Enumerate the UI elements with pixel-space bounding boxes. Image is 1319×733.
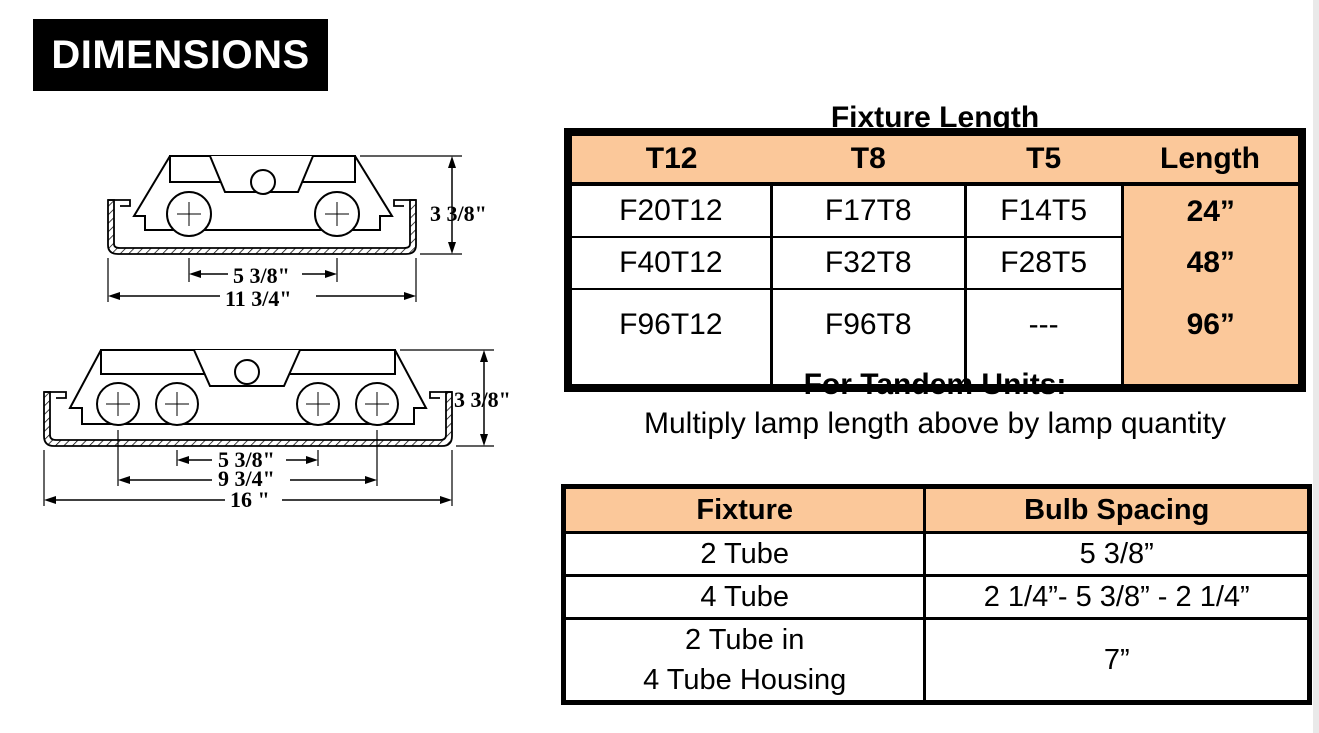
cell-fixture: 4 Tube <box>563 575 927 620</box>
fixture-text-line-2: 4 Tube Housing <box>643 664 847 696</box>
cell-length: 48” <box>1120 237 1302 289</box>
header-bulb-spacing: Bulb Spacing <box>924 486 1310 534</box>
table-row: 2 Tube in 4 Tube Housing 7” <box>563 618 1310 703</box>
cell-length: 24” <box>1120 184 1302 237</box>
bottom-inner-label: 9 3/4" <box>218 466 275 491</box>
two-tube-drawing <box>107 155 462 302</box>
header-t8: T8 <box>771 132 966 186</box>
table-row: F40T12 F32T8 F28T5 48” <box>568 237 1302 290</box>
cell-bulb-spacing: 7” <box>1103 644 1130 676</box>
bottom-height-label: 3 3/8" <box>454 387 511 412</box>
fixture-length-table: T12 T8 T5 Length F20T12 F17T8 F14T5 24” … <box>564 128 1306 392</box>
cell-t5: F14T5 <box>965 184 1123 238</box>
top-width-label: 11 3/4" <box>225 286 292 311</box>
cell-t8: F96T8 <box>771 289 967 388</box>
tandem-title: For Tandem Units: <box>803 368 1067 401</box>
right-edge-strip <box>1313 0 1319 733</box>
table-header-row: Fixture Bulb Spacing <box>563 486 1310 534</box>
fixture-cross-section-drawings: 3 3/8" 5 3/8" 11 3/4" <box>43 155 511 512</box>
header-t12: T12 <box>568 132 772 186</box>
dimensions-title: DIMENSIONS <box>51 32 310 77</box>
tandem-note: Multiply lamp length above by lamp quant… <box>644 407 1226 440</box>
fixture-text: 2 Tube <box>700 538 790 570</box>
table-row: 2 Tube 5 3/8” <box>563 532 1310 577</box>
bottom-spacing-label: 5 3/8" <box>218 447 275 472</box>
four-tube-drawing <box>43 349 494 506</box>
top-height-label: 3 3/8" <box>430 201 487 226</box>
cell-fixture: 2 Tube in 4 Tube Housing <box>563 618 927 703</box>
header-length: Length <box>1122 132 1302 186</box>
header-fixture: Fixture <box>563 486 927 534</box>
cell-bulb-spacing: 5 3/8” <box>924 532 1310 577</box>
cell-bulb-spacing: 2 1/4”- 5 3/8” - 2 1/4” <box>924 575 1310 620</box>
table-row: F20T12 F17T8 F14T5 24” <box>568 184 1302 238</box>
table-header-row: T12 T8 T5 Length <box>568 132 1302 186</box>
cell-t8: F32T8 <box>771 237 967 290</box>
cell-length: 96” <box>1120 289 1302 388</box>
fixture-text: 4 Tube <box>700 581 790 613</box>
bulb-spacing-table: Fixture Bulb Spacing 2 Tube 5 3/8” 4 Tub… <box>561 484 1312 705</box>
dimensions-header: DIMENSIONS <box>33 19 328 91</box>
cell-t8: F17T8 <box>771 184 967 238</box>
table-row: 4 Tube 2 1/4”- 5 3/8” - 2 1/4” <box>563 575 1310 620</box>
cell-t12: F96T12 <box>568 289 773 388</box>
cell-t12: F20T12 <box>568 184 773 238</box>
cell-t5: --- <box>1028 308 1059 341</box>
header-t5: T5 <box>965 132 1123 186</box>
bottom-width-label: 16 " <box>230 487 270 512</box>
table-row: F96T12 F96T8 --- 96” <box>568 289 1302 388</box>
fixture-length-caption: Fixture Length <box>830 101 1040 132</box>
cell-t5: F28T5 <box>965 237 1123 290</box>
fixture-text-line-1: 2 Tube in <box>685 624 805 656</box>
cell-t12: F40T12 <box>568 237 773 290</box>
cell-fixture: 2 Tube <box>563 532 927 577</box>
top-spacing-label: 5 3/8" <box>233 263 290 288</box>
